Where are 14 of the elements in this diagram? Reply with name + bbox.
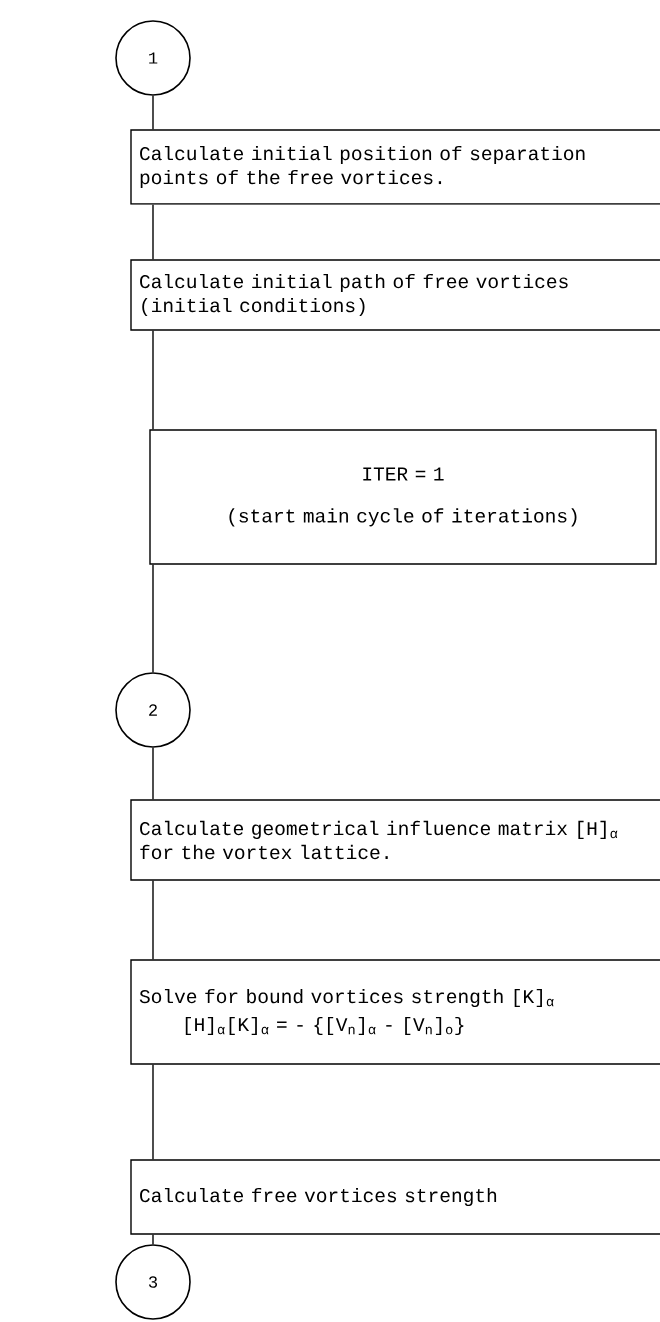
connector-line xyxy=(152,747,154,800)
connector-line xyxy=(152,330,154,430)
process-box: Calculate initial position of separation points of the free vortices. xyxy=(130,129,660,205)
process-box: Solve for bound vortices strength [K]$_{α}$ [H]$_{α}$[K]$_{α}$ = - {[V$_{n}$]$_{α}$ - [V$_{n}$]$_{o}$} xyxy=(130,959,660,1065)
connector-line xyxy=(152,95,154,130)
connector-line xyxy=(152,204,154,260)
process-box: Calculate geometrical influence matrix [H]$_{α}$ for the vortex lattice. xyxy=(130,799,660,881)
process-box: ITER = 1 (start main cycle of iterations) xyxy=(149,429,657,565)
connector-line xyxy=(152,880,154,960)
connector-line xyxy=(152,1064,154,1160)
connector-line xyxy=(152,564,154,673)
connector-line xyxy=(152,1234,154,1245)
process-box: Calculate free vortices strength xyxy=(130,1159,660,1235)
process-box: Calculate initial path of free vortices (initial conditions) xyxy=(130,259,660,331)
